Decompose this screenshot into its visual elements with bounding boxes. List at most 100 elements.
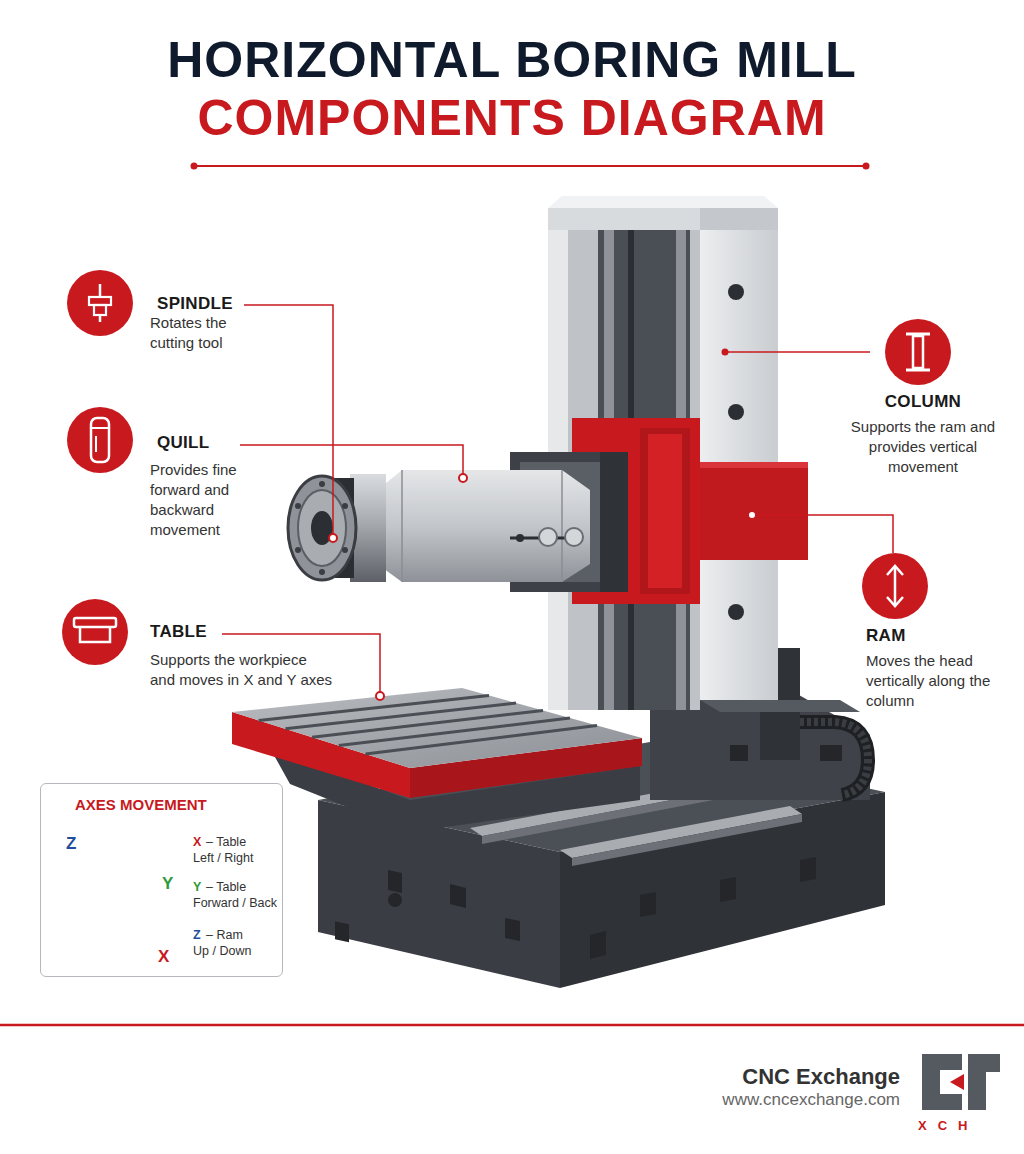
quill-icon: [67, 407, 133, 473]
axis-key-letter: X: [193, 834, 201, 850]
spindle: [319, 569, 325, 575]
worktable: [232, 688, 642, 768]
quill-head: [380, 470, 590, 582]
machine-base: [560, 792, 885, 988]
cable-chain: [800, 722, 868, 795]
leader-dot: [329, 349, 756, 701]
spindle: [288, 474, 386, 582]
cable-chain: [800, 722, 868, 795]
axis-letter: X: [158, 947, 169, 967]
leader-dot: [329, 534, 337, 542]
part-description: Supports the workpiece and moves in X an…: [150, 650, 335, 690]
column-base: [820, 745, 842, 761]
leader-line: [752, 515, 893, 553]
column-icon: [913, 336, 923, 368]
machine-base: [388, 870, 402, 893]
worktable: [232, 688, 642, 832]
column: [598, 230, 690, 710]
axis-description: Up / Down: [193, 943, 251, 959]
part-description: Provides fine forward and backward movem…: [150, 460, 250, 540]
axis-key-letter: Y: [193, 879, 201, 895]
column: [700, 208, 778, 230]
column-icon: [885, 319, 951, 385]
table-icon: [62, 599, 128, 665]
title-rule: [194, 165, 866, 167]
subtitle: COMPONENTS DIAGRAM: [0, 90, 1024, 146]
column-icon: [885, 319, 951, 385]
guide-rail: [572, 814, 802, 866]
axis-letter: Y: [162, 874, 173, 894]
column: [548, 208, 700, 230]
table-icon: [62, 599, 128, 665]
part-name: SPINDLE: [157, 294, 233, 314]
title-rule: [191, 163, 198, 170]
spindle: [288, 476, 356, 580]
cable-chain: [800, 722, 868, 795]
quill-head: [565, 528, 583, 546]
ram-saddle: [700, 462, 808, 560]
axis-description: – Table: [206, 834, 246, 850]
ram-saddle: [648, 434, 682, 588]
axis-key-letter: Z: [193, 927, 201, 943]
column: [728, 604, 744, 620]
spindle: [319, 481, 325, 487]
quill-head: [539, 528, 557, 546]
title-rule: [863, 163, 870, 170]
column: [728, 284, 744, 300]
leader-line: [725, 351, 870, 353]
footer-rule: [0, 1024, 1024, 1027]
leader-dot: [376, 692, 384, 700]
spindle: [295, 547, 301, 553]
machine-base: [590, 931, 606, 959]
guide-rail: [560, 806, 802, 858]
website: www.cncexchange.com: [540, 1090, 900, 1110]
logo-text: XCH: [918, 1118, 1008, 1133]
table-icon: [80, 627, 110, 642]
machine-base: [720, 877, 736, 902]
ram-icon: [887, 566, 903, 575]
spindle-icon: [94, 305, 106, 315]
spindle-icon: [89, 297, 111, 305]
machine-base: [450, 884, 466, 908]
part-name: RAM: [866, 626, 906, 646]
part-name: QUILL: [157, 433, 210, 453]
axis-description: Forward / Back: [193, 895, 277, 911]
spindle: [342, 503, 348, 509]
part-name: COLUMN: [848, 392, 998, 412]
part-name: TABLE: [150, 622, 207, 642]
quill-icon: [91, 427, 109, 429]
spindle-icon: [67, 270, 133, 336]
leader-dot: [459, 474, 467, 482]
quill-head: [561, 470, 563, 582]
spindle: [298, 490, 346, 566]
axis-description: Left / Right: [193, 850, 253, 866]
machine-base: [388, 893, 402, 907]
ram-icon: [887, 597, 903, 606]
column-base: [730, 745, 748, 761]
quill-icon: [91, 418, 109, 462]
ram-saddle: [572, 418, 808, 604]
ram-icon: [862, 553, 928, 619]
quill-head: [516, 534, 524, 542]
machine-base: [335, 921, 349, 942]
quill-head: [380, 470, 590, 582]
logo-mark: [950, 1074, 964, 1090]
quill-icon: [67, 407, 133, 473]
title: HORIZONTAL BORING MILL: [0, 32, 1024, 88]
ram-icon: [862, 553, 928, 619]
axis-letter: Z: [66, 834, 76, 854]
axis-description: – Ram: [206, 927, 243, 943]
leader-dot: [748, 511, 756, 519]
column: [548, 196, 778, 208]
machine-base: [800, 857, 816, 882]
ram-saddle: [700, 462, 808, 468]
head-housing: [600, 452, 628, 592]
machine-base: [640, 892, 656, 917]
part-description: Rotates the cutting tool: [150, 313, 265, 353]
ram-icon: [894, 568, 897, 604]
worktable: [285, 703, 516, 729]
panel-heading: AXES MOVEMENT: [75, 796, 207, 813]
axis-description: – Table: [206, 879, 246, 895]
quill-head: [401, 470, 403, 582]
